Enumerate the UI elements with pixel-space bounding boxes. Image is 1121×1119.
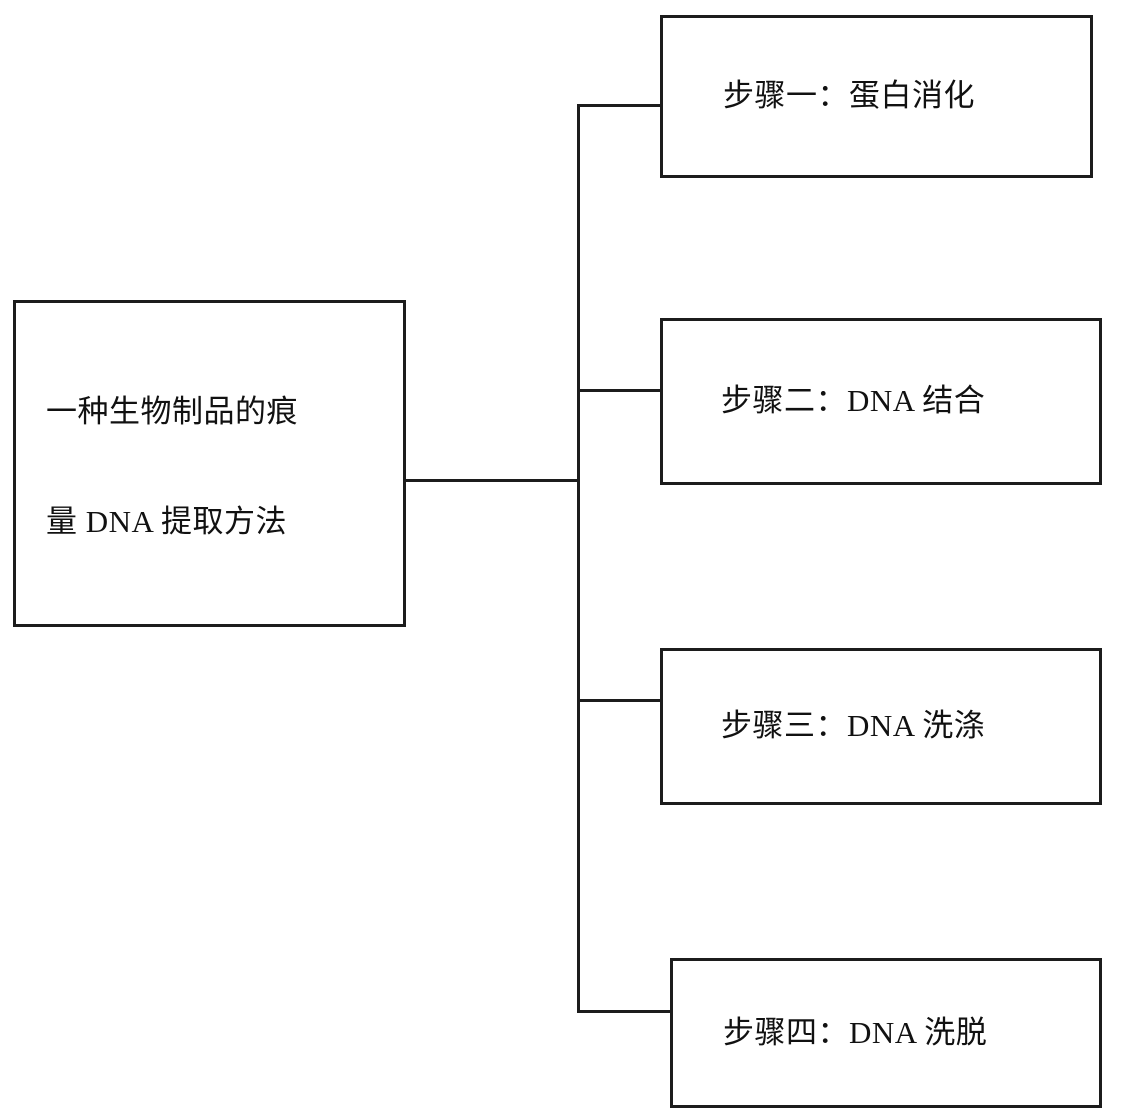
step-node-4-label: 步骤四：DNA 洗脱 bbox=[723, 1014, 988, 1050]
connector-root-to-spine bbox=[404, 479, 580, 482]
step-node-3-label: 步骤三：DNA 洗涤 bbox=[721, 708, 986, 744]
connector-vertical-spine bbox=[577, 104, 580, 1013]
root-node[interactable]: 一种生物制品的痕 量 DNA 提取方法 bbox=[13, 300, 406, 627]
connector-branch-step-3 bbox=[577, 699, 662, 702]
step-node-1-label: 步骤一：蛋白消化 bbox=[723, 78, 975, 114]
root-node-text-block: 一种生物制品的痕 量 DNA 提取方法 bbox=[46, 357, 298, 577]
step-node-2[interactable]: 步骤二：DNA 结合 bbox=[660, 318, 1102, 485]
connector-branch-step-1 bbox=[577, 104, 662, 107]
step-node-1[interactable]: 步骤一：蛋白消化 bbox=[660, 15, 1093, 178]
connector-branch-step-4 bbox=[577, 1010, 672, 1013]
root-node-line-2: 量 DNA 提取方法 bbox=[46, 504, 287, 539]
step-node-4[interactable]: 步骤四：DNA 洗脱 bbox=[670, 958, 1102, 1108]
step-node-2-label: 步骤二：DNA 结合 bbox=[721, 383, 986, 419]
step-node-3[interactable]: 步骤三：DNA 洗涤 bbox=[660, 648, 1102, 805]
connector-branch-step-2 bbox=[577, 389, 662, 392]
root-node-line-1: 一种生物制品的痕 bbox=[46, 394, 298, 429]
